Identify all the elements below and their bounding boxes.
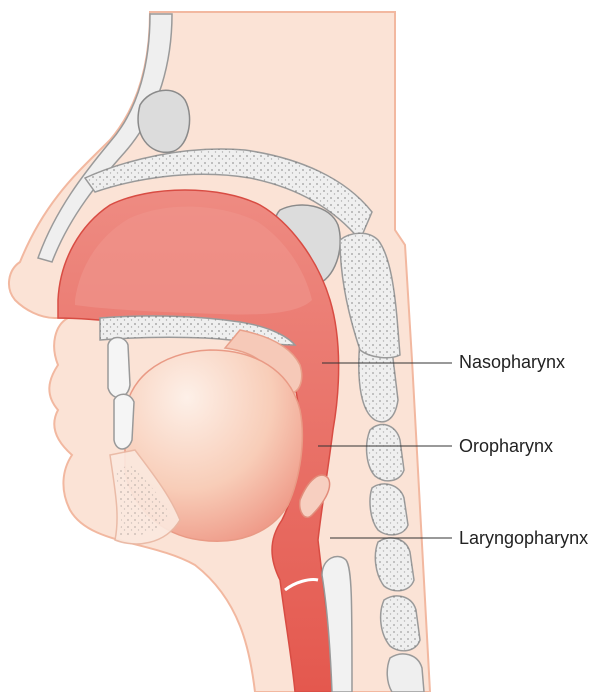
label-nasopharynx: Nasopharynx (459, 353, 565, 371)
label-oropharynx: Oropharynx (459, 437, 553, 455)
frontal-sinus (138, 90, 190, 152)
lower-teeth (114, 394, 134, 449)
label-laryngopharynx: Laryngopharynx (459, 529, 588, 547)
upper-teeth (108, 338, 130, 398)
